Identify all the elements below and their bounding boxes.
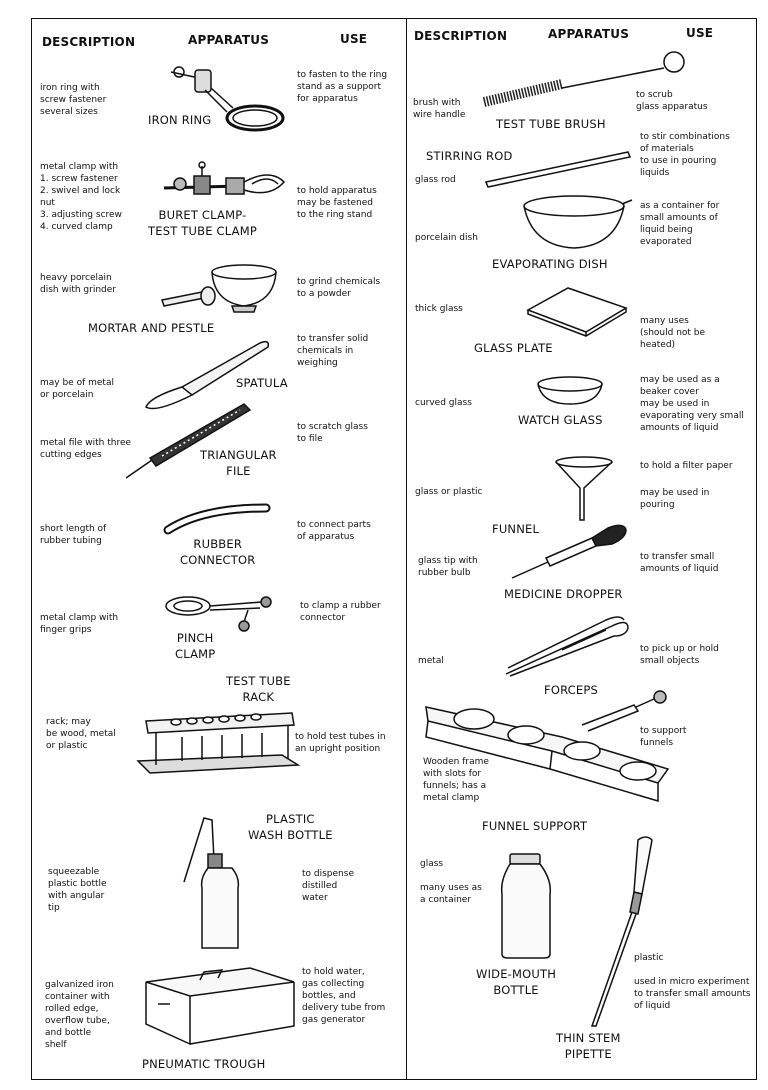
pneumatic-trough-use: to hold water, gas collecting bottles, a… xyxy=(302,967,386,1025)
spatula-name: SPATULA xyxy=(236,376,288,390)
rubber-connector-illustration xyxy=(162,502,272,538)
buret-clamp-illustration xyxy=(160,160,290,210)
mortar-use: to grind chemicals to a powder xyxy=(297,277,381,299)
watch-glass-name: WATCH GLASS xyxy=(518,413,603,427)
buret-clamp-name: BURET CLAMP- TEST TUBE CLAMP xyxy=(148,208,257,238)
left-header-use: USE xyxy=(340,32,368,46)
triangular-file-illustration xyxy=(122,398,252,483)
pinch-clamp-name: PINCH CLAMP xyxy=(175,631,216,661)
test-tube-rack-name: TEST TUBE RACK xyxy=(226,674,291,704)
watch-glass-description: curved glass xyxy=(415,398,472,408)
evaporating-dish-use: as a container for small amounts of liqu… xyxy=(640,201,720,247)
column-divider xyxy=(406,18,407,1080)
rubber-connector-description: short length of rubber tubing xyxy=(40,524,107,546)
right-header-description: DESCRIPTION xyxy=(414,29,508,43)
wash-bottle-use: to dispense distilled water xyxy=(302,869,354,903)
test-tube-rack-illustration xyxy=(132,707,302,779)
stirring-rod-name: STIRRING ROD xyxy=(426,149,513,163)
funnel-use-2: may be used in pouring xyxy=(640,488,710,510)
stirring-rod-use: to stir combinations of materials to use… xyxy=(640,132,730,178)
pipette-illustration xyxy=(584,834,668,1030)
left-header-apparatus: APPARATUS xyxy=(188,33,270,47)
pneumatic-trough-description: galvanized iron container with rolled ed… xyxy=(45,980,114,1050)
wide-mouth-bottle-illustration xyxy=(496,850,556,962)
left-header-description: DESCRIPTION xyxy=(42,35,136,49)
funnel-use: to hold a filter paper xyxy=(640,461,733,471)
spatula-use: to transfer solid chemicals in weighing xyxy=(297,334,369,368)
funnel-support-name: FUNNEL SUPPORT xyxy=(482,819,588,833)
right-header-use: USE xyxy=(686,26,714,40)
dropper-use: to transfer small amounts of liquid xyxy=(640,552,719,574)
forceps-description: metal xyxy=(418,656,444,666)
buret-clamp-description: metal clamp with 1. screw fastener 2. sw… xyxy=(40,162,122,232)
forceps-illustration xyxy=(502,614,634,678)
glass-plate-name: GLASS PLATE xyxy=(474,341,553,355)
watch-glass-illustration xyxy=(534,374,606,408)
brush-use: to scrub glass apparatus xyxy=(636,90,708,112)
brush-description: brush with wire handle xyxy=(413,98,466,120)
forceps-use: to pick up or hold small objects xyxy=(640,644,719,666)
stirring-rod-illustration xyxy=(482,148,634,190)
pipette-description: plastic used in micro experiment to tran… xyxy=(634,953,751,1011)
rubber-connector-name: RUBBER CONNECTOR xyxy=(180,537,256,567)
pinch-clamp-use: to clamp a rubber connector xyxy=(300,601,381,623)
dropper-description: glass tip with rubber bulb xyxy=(418,556,478,578)
evaporating-dish-illustration xyxy=(518,192,636,254)
spatula-illustration xyxy=(142,335,272,415)
dropper-illustration xyxy=(508,520,632,582)
right-header-apparatus: APPARATUS xyxy=(548,27,630,41)
buret-clamp-use: to hold apparatus may be fastened to the… xyxy=(297,186,377,220)
evaporating-dish-description: porcelain dish xyxy=(415,233,478,243)
evaporating-dish-name: EVAPORATING DISH xyxy=(492,257,608,271)
funnel-support-description: Wooden frame with slots for funnels; has… xyxy=(423,757,489,803)
stirring-rod-description: glass rod xyxy=(415,175,456,185)
test-tube-rack-use: to hold test tubes in an upright positio… xyxy=(295,732,386,754)
watch-glass-use: may be used as a beaker cover may be use… xyxy=(640,375,744,433)
glass-plate-illustration xyxy=(524,284,630,340)
brush-illustration xyxy=(478,48,690,110)
page-frame xyxy=(31,18,757,1080)
wash-bottle-name: PLASTIC WASH BOTTLE xyxy=(248,812,333,842)
iron-ring-illustration xyxy=(165,60,285,135)
pneumatic-trough-illustration xyxy=(140,960,300,1050)
pneumatic-trough-name: PNEUMATIC TROUGH xyxy=(142,1057,266,1071)
triangular-file-use: to scratch glass to file xyxy=(297,422,368,444)
mortar-pestle-illustration xyxy=(158,258,288,318)
pinch-clamp-description: metal clamp with finger grips xyxy=(40,613,119,635)
rubber-connector-use: to connect parts of apparatus xyxy=(297,520,371,542)
funnel-description: glass or plastic xyxy=(415,487,483,497)
funnel-support-use: to support funnels xyxy=(640,726,687,748)
iron-ring-description: iron ring with screw fastener several si… xyxy=(40,83,107,117)
brush-name: TEST TUBE BRUSH xyxy=(496,117,606,131)
wide-mouth-bottle-name: WIDE-MOUTH BOTTLE xyxy=(476,967,557,997)
pipette-name: THIN STEM PIPETTE xyxy=(556,1031,621,1061)
spatula-description: may be of metal or porcelain xyxy=(40,378,114,400)
iron-ring-name: IRON RING xyxy=(148,113,212,127)
funnel-support-illustration xyxy=(422,685,674,811)
funnel-illustration xyxy=(552,454,618,524)
triangular-file-name: TRIANGULAR FILE xyxy=(200,448,277,478)
glass-plate-description: thick glass xyxy=(415,304,463,314)
mortar-description: heavy porcelain dish with grinder xyxy=(40,273,116,295)
wash-bottle-description: squeezable plastic bottle with angular t… xyxy=(48,867,107,913)
funnel-name: FUNNEL xyxy=(492,522,540,536)
pinch-clamp-illustration xyxy=(162,592,277,632)
triangular-file-description: metal file with three cutting edges xyxy=(40,438,132,460)
dropper-name: MEDICINE DROPPER xyxy=(504,587,623,601)
forceps-name: FORCEPS xyxy=(544,683,599,697)
iron-ring-use: to fasten to the ring stand as a support… xyxy=(297,70,388,104)
test-tube-rack-description: rack; may be wood, metal or plastic xyxy=(46,717,116,751)
wash-bottle-illustration xyxy=(178,808,268,958)
mortar-name: MORTAR AND PESTLE xyxy=(88,321,215,335)
glass-plate-use: many uses (should not be heated) xyxy=(640,316,706,350)
wide-mouth-bottle-description: glass many uses as a container xyxy=(420,859,482,905)
